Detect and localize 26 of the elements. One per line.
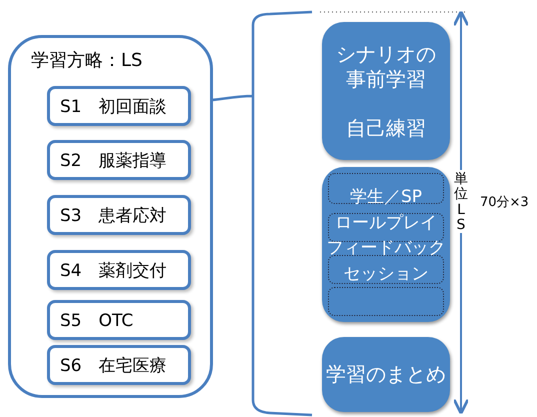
step-box: [322, 337, 450, 412]
box-text: S3 患者応対: [60, 204, 167, 226]
box-text: フィードバック: [326, 237, 446, 260]
box-text: 自己練習: [345, 116, 427, 140]
box-text: S2 服薬指導: [60, 150, 167, 172]
session-box: [47, 195, 191, 235]
box-text: シナリオの事前学習: [335, 42, 437, 92]
box-text: S5 OTC: [60, 310, 134, 332]
box-text: セッション: [344, 262, 428, 286]
box-text: 学習のまとめ: [326, 362, 446, 387]
step-box: [322, 22, 450, 160]
step-box: [322, 167, 450, 322]
session-box: [47, 345, 191, 385]
session-box: [47, 86, 191, 126]
session-box: [47, 140, 191, 180]
box-text: S6 在宅医療: [60, 354, 167, 376]
strategy-panel: [8, 35, 213, 398]
box-text: S1 初回面談: [60, 96, 167, 118]
box-text: ロールプレイ: [335, 212, 437, 234]
duration-label: 70分×3: [480, 194, 529, 211]
box-text: S4 薬剤交付: [60, 260, 167, 282]
dimension-label: 単位LS: [454, 172, 468, 234]
panel-title: 学習方略：LS: [31, 49, 142, 72]
session-box: [47, 250, 191, 290]
session-box: [47, 300, 191, 340]
box-text: 学生／SP: [350, 186, 422, 209]
